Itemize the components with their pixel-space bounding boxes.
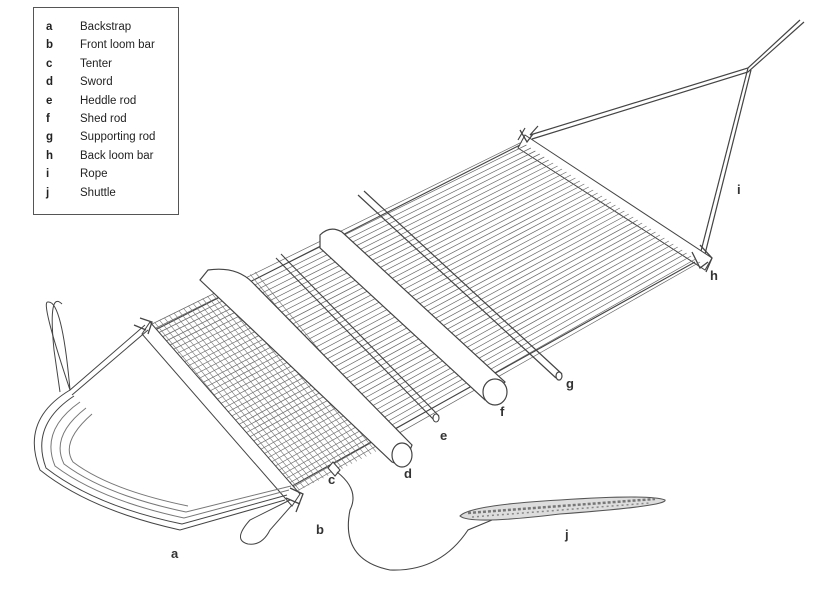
- legend-label: Rope: [80, 168, 108, 181]
- callout-a: a: [171, 546, 179, 561]
- legend-key: g: [46, 131, 54, 144]
- legend-label: Front loom bar: [80, 39, 155, 52]
- callout-d: d: [404, 466, 412, 481]
- heddle-rod: [275, 253, 440, 423]
- legend-key: h: [46, 149, 54, 162]
- legend: a Backstrap b Front loom bar c Tenter d Sword e H…: [33, 7, 179, 215]
- front-loom-bar: [133, 317, 304, 513]
- legend-label: Shed rod: [80, 113, 127, 125]
- legend-label: Supporting rod: [80, 131, 156, 144]
- legend-key: f: [46, 113, 50, 125]
- legend-key: e: [46, 94, 53, 107]
- sword: [199, 268, 413, 468]
- tenter: [327, 461, 493, 571]
- legend-label: Backstrap: [80, 21, 132, 33]
- legend-label: Heddle rod: [80, 94, 137, 107]
- legend-label: Shuttle: [80, 186, 116, 199]
- shuttle: [459, 496, 666, 521]
- legend-key: a: [46, 21, 53, 33]
- legend-label: Tenter: [80, 57, 112, 70]
- callout-b: b: [316, 522, 324, 537]
- legend-label: Sword: [80, 76, 113, 89]
- legend-key: b: [46, 39, 54, 52]
- backstrap: [33, 300, 293, 545]
- shed-rod: [319, 228, 508, 406]
- legend-key: j: [46, 186, 50, 199]
- callout-f: f: [500, 404, 505, 419]
- legend-label: Back loom bar: [80, 149, 154, 162]
- callout-c: c: [328, 472, 336, 487]
- legend-key: c: [46, 57, 53, 70]
- callout-h: h: [710, 268, 718, 283]
- rope: [517, 19, 805, 259]
- callout-g: g: [566, 376, 574, 391]
- legend-key: i: [46, 168, 50, 181]
- legend-key: d: [46, 76, 54, 89]
- supporting-rod: [357, 190, 563, 381]
- back-loom-bar: [517, 129, 713, 273]
- callout-j: j: [565, 527, 569, 542]
- callout-i: i: [737, 182, 741, 197]
- callout-e: e: [440, 428, 448, 443]
